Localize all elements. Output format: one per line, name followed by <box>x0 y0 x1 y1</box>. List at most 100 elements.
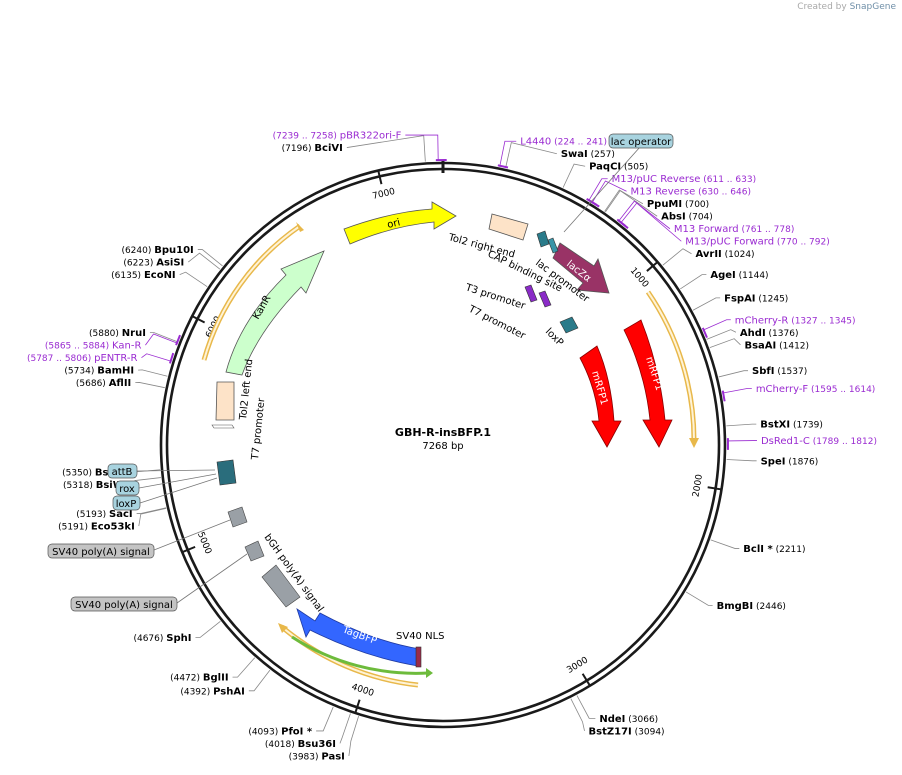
site-label: PpuMI (700) <box>647 199 709 210</box>
feature-lac-promoter <box>547 237 559 254</box>
feature-CAP-site <box>536 230 550 248</box>
primer-label: mCherry-R (1327 .. 1345) <box>735 315 856 326</box>
feature-mRFP1-outer <box>623 319 673 448</box>
primer-leader <box>145 333 178 346</box>
feature-orange-arc-left-core <box>203 225 301 361</box>
primer-leader <box>617 200 671 230</box>
feature-orange-arc-right-core <box>647 291 695 441</box>
site-label: BmgBI (2446) <box>717 601 786 612</box>
boxed-loxP-label: loxP <box>116 499 137 510</box>
primer-label: M13/pUC Forward (770 .. 792) <box>685 237 829 248</box>
inner-label-sv40-nls: SV40 NLS <box>396 631 445 642</box>
boxed-sv40-polya-2-label: SV40 poly(A) signal <box>75 600 173 611</box>
primer-label: mCherry-F (1595 .. 1614) <box>756 384 876 395</box>
site-leader <box>726 459 757 462</box>
site-leader <box>179 271 208 288</box>
feature-attB-rox-loxP-block <box>216 459 237 486</box>
primer-label: M13/pUC Reverse (611 .. 633) <box>612 174 756 185</box>
site-leader <box>562 163 586 188</box>
site-leader <box>706 329 737 340</box>
site-leader <box>709 338 741 348</box>
primer-bar <box>497 164 509 169</box>
primer-bar <box>701 327 708 338</box>
boxed-loxP <box>112 495 141 511</box>
primer-label: (7239 .. 7258) pBR322ori-F <box>273 131 402 142</box>
credit-prefix: Created by <box>797 2 847 12</box>
primer-layer: L4440 (224 .. 241) M13/pUC Reverse (611 .… <box>27 131 877 450</box>
primer-label: M13 Forward (761 .. 778) <box>674 224 794 235</box>
site-leader <box>339 713 351 744</box>
site-label: (4676) SphI <box>133 633 191 644</box>
site-leader <box>685 591 713 606</box>
primer-bar <box>590 200 600 208</box>
site-label: (6240) Bpu10I <box>121 245 193 256</box>
site-label: BclI * (2211) <box>743 544 805 555</box>
site-label: SpeI (1876) <box>761 456 819 467</box>
site-leader <box>136 507 167 514</box>
primer-label: L4440 (224 .. 241) <box>520 137 607 148</box>
site-label: (4472) BglII <box>170 673 228 684</box>
feature-green-arc <box>291 635 429 675</box>
site-leader <box>138 369 168 377</box>
site-label: (5880) NruI <box>89 328 146 339</box>
tick-label: 4000 <box>350 682 375 699</box>
feature-orange-arc-right-head <box>689 438 699 448</box>
feature-KanR <box>225 250 325 376</box>
site-label: AvrII (1024) <box>696 249 755 260</box>
site-label: (4018) Bsu36I <box>265 739 336 750</box>
site-leader <box>605 190 658 217</box>
feature-Tol2-right-end <box>488 213 529 241</box>
feature-ori-label: ori <box>386 217 401 231</box>
site-label: SbfI (1537) <box>752 366 807 377</box>
plasmid-length: 7268 bp <box>422 441 463 452</box>
primer-leader <box>588 178 608 202</box>
site-leader <box>662 248 692 266</box>
boxed-rox-label: rox <box>119 484 135 495</box>
boxed-labels: lac operator attB rox loxP SV40 poly(A) … <box>47 133 674 612</box>
site-label: (7196) BciVI <box>282 143 343 154</box>
site-label: AbsI (704) <box>661 212 713 223</box>
snapgene-credit: Created by SnapGene <box>797 2 896 12</box>
site-label: BsaAI (1412) <box>744 340 809 351</box>
site-label: (4093) PfoI * <box>248 726 313 737</box>
tick-mark <box>191 315 206 324</box>
primer-label: M13 Reverse (630 .. 646) <box>631 187 751 198</box>
site-label: AgeI (1144) <box>710 270 768 281</box>
boxed-sv40-polya-1-label: SV40 poly(A) signal <box>52 547 150 558</box>
tick-mark <box>707 486 722 491</box>
site-leader <box>348 716 359 756</box>
feature-SV40-NLS-block <box>415 646 422 668</box>
boxed-lac-operator <box>608 133 674 149</box>
boxed-rox <box>115 480 140 496</box>
site-label: AhdI (1376) <box>740 328 799 339</box>
feature-orange-arc-bottom-head <box>278 623 288 633</box>
inner-label-loxp-right: loxP <box>543 326 565 348</box>
primer-label: (5865 .. 5884) Kan-R <box>45 341 142 352</box>
site-leader <box>718 370 749 378</box>
site-leader <box>710 539 740 549</box>
plasmid-name: GBH-R-insBFP.1 <box>395 426 491 439</box>
boxed-attB-label: attB <box>112 467 133 478</box>
primer-bar <box>168 352 175 364</box>
boxed-lac-operator-label: lac operator <box>611 137 672 148</box>
inner-label-t7-promoter-left: T7 promoter <box>250 397 268 462</box>
backbone <box>159 160 727 729</box>
site-leader <box>505 142 557 169</box>
site-label: (5734) BamHI <box>64 366 134 377</box>
tick-mark <box>646 261 659 272</box>
feature-orange-arc-left-head <box>296 222 304 232</box>
credit-brand: SnapGene <box>849 2 896 12</box>
tick-label: 2000 <box>692 473 706 497</box>
feature-ori <box>343 201 457 245</box>
tick-label: 7000 <box>372 187 397 202</box>
primer-leader <box>499 140 517 167</box>
site-leader <box>576 695 596 719</box>
primer-bar <box>618 220 629 229</box>
tick-label: 5000 <box>195 531 213 556</box>
site-leader <box>138 507 167 527</box>
boxed-attB <box>107 463 138 479</box>
site-leader <box>197 249 223 267</box>
site-layer: SwaI (257)PaqCI (505)PpuMI (700)AbsI (70… <box>58 135 823 762</box>
site-label: FspAI (1245) <box>724 293 788 304</box>
